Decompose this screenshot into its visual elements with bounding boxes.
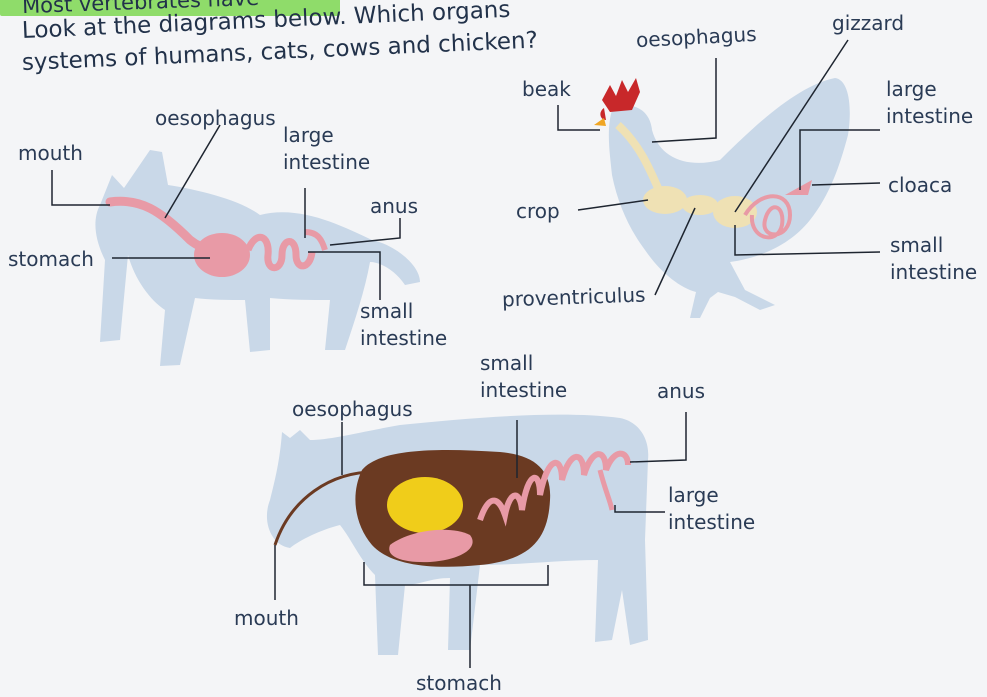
chicken-wattle (600, 108, 606, 120)
cow-rumen-organ (387, 477, 463, 533)
cat-small-intestine-label: small intestine (360, 298, 447, 352)
cow-small-intestine-label: small intestine (480, 350, 567, 404)
cat-mouth-label: mouth (18, 140, 83, 167)
cat-oesophagus-label: oesophagus (155, 105, 276, 132)
chicken-crop-label: crop (516, 198, 560, 225)
chicken-cloaca-label: cloaca (888, 172, 952, 199)
cow-stomach-label: stomach (416, 670, 502, 697)
chicken-beak-label: beak (522, 76, 571, 103)
cat-large-intestine-label: large intestine (283, 122, 370, 176)
cat-anus-label: anus (370, 193, 418, 220)
chicken-proventriculus-label: proventriculus (502, 282, 646, 314)
cow-diagram (267, 415, 648, 655)
chicken-small-intestine-label: small intestine (890, 232, 977, 286)
chicken-proventriculus-organ (682, 195, 718, 215)
chicken-large-intestine-label: large intestine (886, 76, 973, 130)
cat-stomach-organ (194, 233, 250, 277)
chicken-gizzard-label: gizzard (832, 10, 904, 37)
cow-anus-label: anus (657, 378, 705, 405)
cow-large-intestine-label: large intestine (668, 482, 755, 536)
cow-mouth-label: mouth (234, 605, 299, 632)
chicken-crop-organ (643, 186, 687, 214)
cow-oesophagus-label: oesophagus (292, 396, 413, 423)
chicken-beak-shape (594, 118, 606, 126)
cat-stomach-label: stomach (8, 246, 94, 273)
